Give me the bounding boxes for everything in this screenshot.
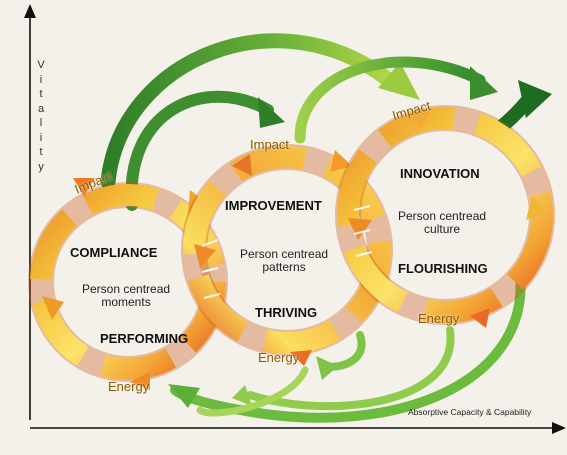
green-arrowhead-improvement: [258, 97, 285, 128]
improvement-body: Person centread patterns: [240, 247, 329, 275]
innovation-body-line-2: culture: [424, 222, 461, 237]
energy-label-innovation: Energy: [418, 311, 460, 326]
green-arrowhead-return-1: [168, 384, 200, 408]
energy-label-improvement: Energy: [258, 350, 300, 365]
green-arrow-flourishing-return: [170, 270, 526, 423]
x-axis-label: Absorptive Capacity & Capability: [408, 407, 532, 417]
green-arrowhead-return-3: [316, 356, 338, 380]
thriving-title: THRIVING: [255, 305, 318, 320]
compliance-title: COMPLIANCE: [70, 245, 158, 260]
green-arrowhead-return-2: [232, 385, 252, 406]
green-arrow-improvement-to-outcome: [294, 56, 486, 144]
improvement-body-line-1: Person centread: [240, 247, 329, 261]
performing-title: PERFORMING: [100, 331, 189, 346]
compliance-body-line-1: Person centread: [82, 282, 171, 296]
connector-arrows: [201, 205, 373, 299]
innovation-title: INNOVATION: [400, 166, 480, 181]
compliance-body: Person centread moments: [82, 282, 171, 310]
energy-label-compliance: Energy: [108, 379, 150, 394]
improvement-body-line-2: patterns: [262, 260, 306, 275]
green-arrow-compliance-to-improvement: [125, 90, 274, 211]
innovation-body-line-1: Person centread: [398, 209, 487, 223]
compliance-body-line-2: moments: [101, 295, 151, 310]
innovation-body: Person centread culture: [398, 209, 487, 237]
ring-improvement: [181, 144, 393, 366]
green-arrowhead-exit: [518, 80, 552, 118]
green-arrow-thriving-return: [196, 366, 309, 417]
ring-innovation: [335, 105, 555, 328]
y-axis-arrowhead: [24, 4, 36, 18]
green-arrow-energy-return: [246, 326, 455, 411]
green-arrowhead-innovation: [378, 62, 420, 100]
improvement-title: IMPROVEMENT: [225, 198, 322, 213]
flourishing-title: FLOURISHING: [398, 261, 488, 276]
green-arrow-compliance-to-innovation: [100, 33, 403, 190]
x-axis-arrowhead: [552, 422, 566, 434]
impact-label-improvement: Impact: [250, 137, 290, 152]
green-arrowhead-top: [470, 66, 498, 100]
